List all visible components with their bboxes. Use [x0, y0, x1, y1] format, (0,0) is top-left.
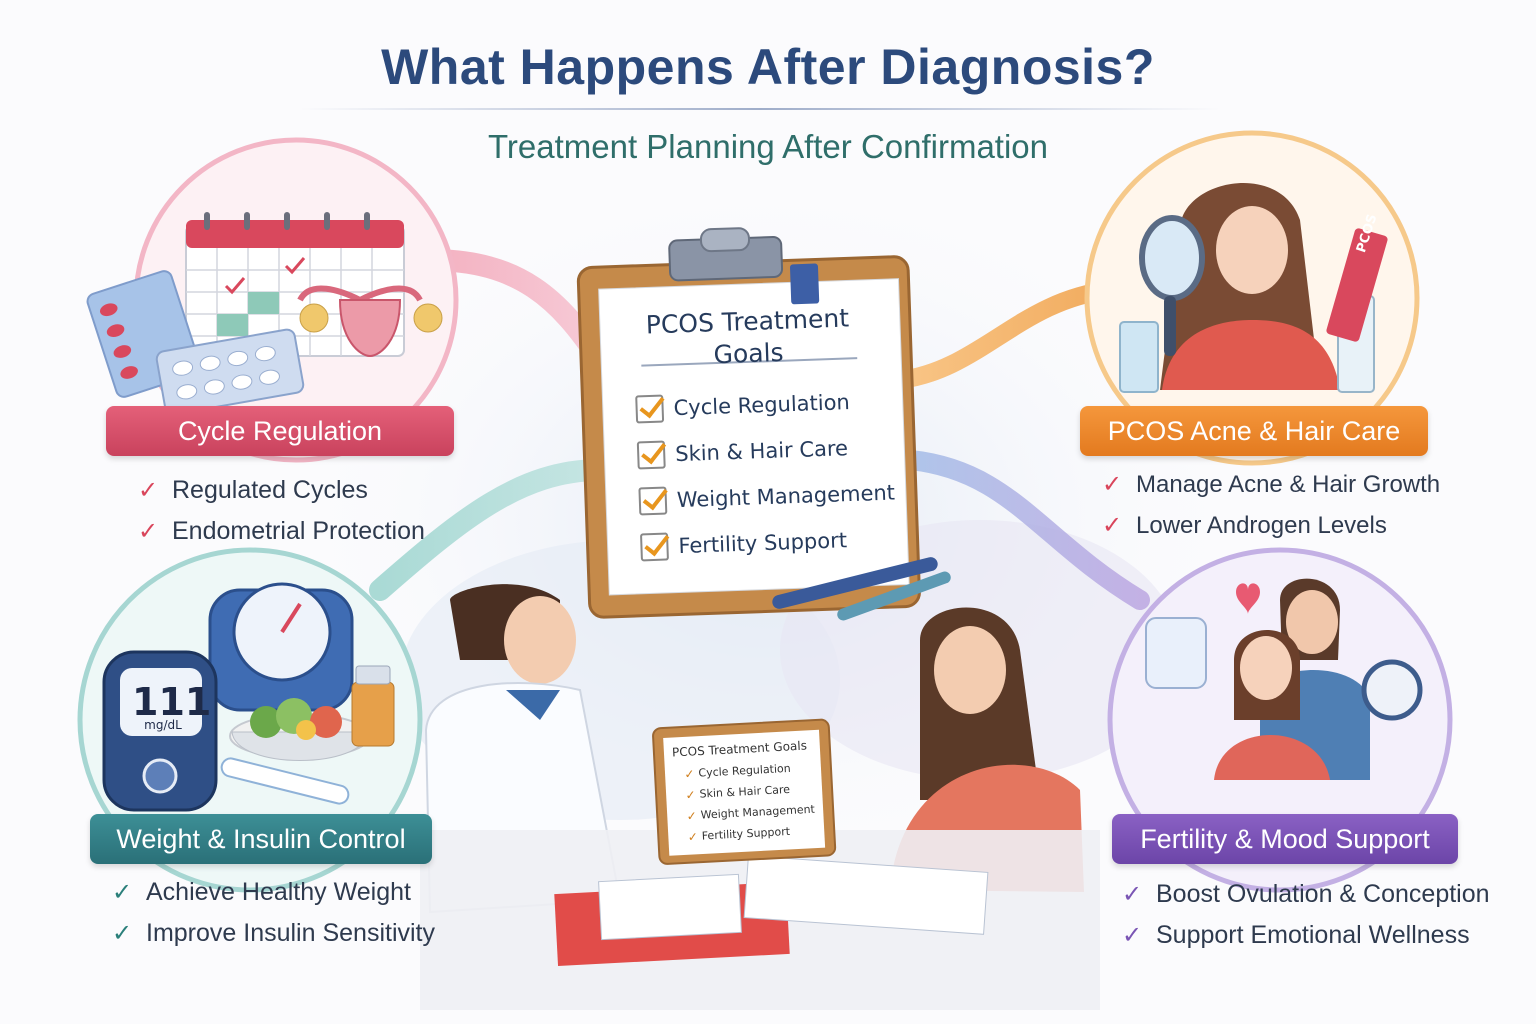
center-clipboard — [576, 227, 921, 619]
goals-clipboard-title: PCOS Treatment Goals — [611, 301, 885, 374]
check-icon: ✓ — [137, 518, 159, 545]
woman-with-mirror-illustration — [1119, 182, 1388, 393]
checkbox-icon — [639, 532, 669, 562]
page-subtitle: Treatment Planning After Confirmation — [487, 128, 1049, 165]
pen-icon — [772, 557, 951, 621]
cycle-regulation-banner: Cycle Regulation — [106, 406, 454, 456]
list-item: ✓Lower Androgen Levels — [1098, 505, 1440, 546]
check-icon: ✓ — [1121, 922, 1143, 949]
checkbox-icon — [638, 486, 668, 516]
weight-insulin-banner: Weight & Insulin Control — [90, 814, 432, 864]
scale-icon — [208, 582, 354, 712]
check-icon: ✓ — [137, 477, 159, 504]
fertility-mood-banner: Fertility & Mood Support — [1112, 814, 1458, 864]
goals-list: Cycle Regulation Skin & Hair Care Weight… — [635, 378, 897, 571]
check-icon: ✓ — [1101, 471, 1123, 498]
title-divider — [300, 108, 1220, 110]
list-item: ✓Endometrial Protection — [134, 511, 425, 552]
glucose-reading: 111 — [132, 680, 212, 724]
list-item: ✓Manage Acne & Hair Growth — [1098, 464, 1440, 505]
check-icon: ✓ — [1121, 881, 1143, 908]
check-icon: ✓ — [1101, 512, 1123, 539]
list-item: ✓Improve Insulin Sensitivity — [108, 913, 435, 954]
list-item: ✓Boost Ovulation & Conception — [1118, 874, 1490, 915]
supplement-bottle-icon — [351, 665, 395, 747]
checkbox-icon — [636, 440, 666, 470]
list-item: ✓Achieve Healthy Weight — [108, 872, 435, 913]
weight-insulin-list: ✓Achieve Healthy Weight ✓Improve Insulin… — [108, 872, 435, 954]
mini-clipboard-list: Cycle Regulation Skin & Hair Care Weight… — [684, 757, 817, 848]
acne-hair-care-banner: PCOS Acne & Hair Care — [1080, 406, 1428, 456]
acne-hair-care-list: ✓Manage Acne & Hair Growth ✓Lower Androg… — [1098, 464, 1440, 546]
checkbox-icon — [635, 394, 665, 424]
couple-illustration — [1145, 578, 1423, 780]
fertility-mood-list: ✓Boost Ovulation & Conception ✓Support E… — [1118, 874, 1490, 956]
list-item: ✓Regulated Cycles — [134, 470, 425, 511]
glucose-unit: mg/dL — [144, 718, 182, 732]
uterus-icon — [297, 285, 443, 358]
test-strip-icon — [220, 757, 350, 805]
cycle-regulation-list: ✓Regulated Cycles ✓Endometrial Protectio… — [134, 470, 425, 552]
page-title: What Happens After Diagnosis? — [381, 39, 1155, 95]
desk — [420, 830, 1100, 1010]
calendar-icon — [185, 212, 405, 357]
healthy-food-bowl-icon — [229, 698, 371, 761]
check-icon: ✓ — [111, 920, 133, 947]
pill-pack-icon — [86, 270, 305, 416]
check-icon: ✓ — [111, 879, 133, 906]
glucose-meter-icon — [102, 650, 218, 812]
goal-item: Fertility Support — [639, 516, 898, 571]
list-item: ✓Support Emotional Wellness — [1118, 915, 1490, 956]
